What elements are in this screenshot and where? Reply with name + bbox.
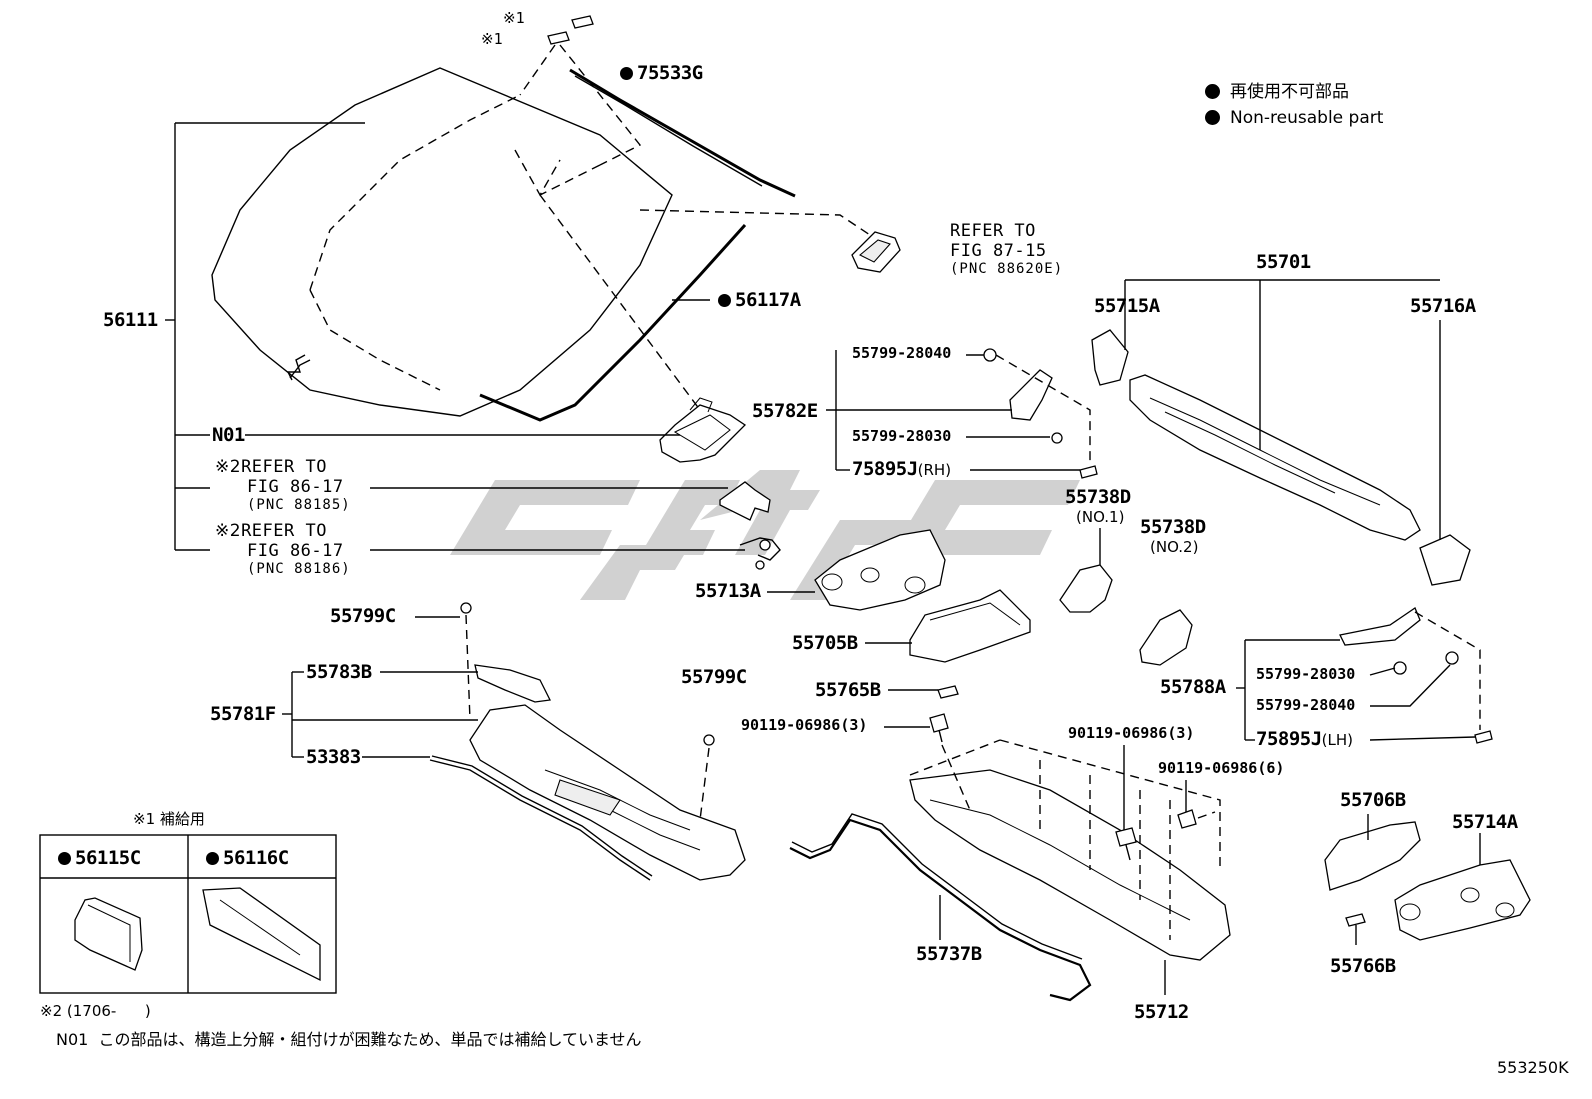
bolt-90119-b	[1115, 745, 1137, 861]
non-reusable-dot-icon	[206, 852, 219, 865]
figure-code: 553250K	[1497, 1058, 1569, 1077]
tab-x1-second	[547, 31, 570, 45]
strip-75533G	[569, 68, 796, 198]
label-55706B: 55706B	[1340, 789, 1406, 811]
label-56115C: 56115C	[58, 849, 141, 868]
panel-55714A	[1394, 833, 1531, 941]
bracket-55782E	[826, 348, 1098, 479]
label-55713A: 55713A	[695, 580, 761, 602]
label-53383: 53383	[306, 746, 361, 768]
cowl-panel-55701	[1091, 279, 1471, 586]
legend-jp: 再使用不可部品	[1205, 84, 1349, 101]
label-56111: 56111	[103, 309, 158, 331]
label-75895J-lh: 75895J(LH)	[1256, 728, 1353, 750]
label-55766B: 55766B	[1330, 955, 1396, 977]
label-55705B: 55705B	[792, 632, 858, 654]
label-no2: (NO.2)	[1150, 538, 1199, 556]
label-55788A: 55788A	[1160, 676, 1226, 698]
label-55712: 55712	[1134, 1001, 1189, 1023]
label-no1: (NO.1)	[1076, 508, 1125, 526]
label-55799-28030-a: 55799-28030	[852, 427, 952, 445]
bolt-90119-c	[1177, 780, 1216, 829]
label-90119-06986-a: 90119-06986(3)	[741, 716, 868, 734]
label-55799-28040-a: 55799-28040	[852, 344, 952, 362]
tab-x1-top	[571, 15, 594, 29]
windshield-glass	[211, 67, 673, 417]
non-reusable-dot-icon	[58, 852, 71, 865]
supply-box	[39, 834, 337, 994]
label-55781F: 55781F	[210, 703, 276, 725]
label-56116C: 56116C	[206, 849, 289, 868]
label-55738D-no1: 55738D	[1065, 486, 1131, 508]
hose-55737B	[789, 813, 1092, 1002]
label-90119-06986-b: 90119-06986(3)	[1068, 724, 1195, 742]
label-55799C-b: 55799C	[681, 666, 747, 688]
panel-55713A	[767, 529, 946, 611]
label-56117A: 56117A	[718, 291, 801, 310]
callout-lines-left	[165, 122, 745, 551]
panel-55706B	[1324, 814, 1421, 945]
label-55738D-no2: 55738D	[1140, 516, 1206, 538]
label-90119-06986-c: 90119-06986(6)	[1158, 759, 1285, 777]
non-reusable-dot-icon	[1205, 84, 1220, 99]
non-reusable-dot-icon	[1205, 110, 1220, 125]
label-55783B: 55783B	[306, 661, 372, 683]
label-75895J-rh: 75895J(RH)	[852, 458, 952, 480]
label-55714A: 55714A	[1452, 811, 1518, 833]
molding-56117A	[479, 223, 747, 422]
label-55701: 55701	[1256, 251, 1311, 273]
clip-55765B	[937, 685, 959, 699]
label-55716A: 55716A	[1410, 295, 1476, 317]
label-55799-28040-b: 55799-28040	[1256, 696, 1356, 714]
bolt-90119-a	[884, 713, 971, 811]
label-55737B: 55737B	[916, 943, 982, 965]
note-n01: N01 この部品は、構造上分解・組付けが困難なため、単品では補給していません	[56, 1030, 642, 1049]
bracket-55788A	[1236, 607, 1493, 744]
panel-55705B	[865, 589, 1031, 663]
lower-cowl-55712	[909, 739, 1231, 995]
bracket-55738D-no1	[1059, 528, 1113, 613]
legend-en: Non-reusable part	[1205, 110, 1383, 127]
note-x2: ※2 (1706- )	[40, 1002, 151, 1020]
label-55799C-a: 55799C	[330, 605, 396, 627]
x1-mark-second: ※1	[481, 30, 503, 48]
bracket-55738D-no2	[1139, 609, 1193, 666]
x1-mark-top: ※1	[503, 9, 525, 27]
watermark-logo	[450, 470, 1080, 600]
camera-bracket	[659, 397, 747, 463]
bracket-88185	[719, 481, 771, 521]
non-reusable-dot-icon	[718, 294, 731, 307]
harness-88186	[739, 537, 781, 570]
cowl-louver-55781F	[282, 602, 746, 881]
label-N01: N01	[212, 424, 245, 446]
label-55715A: 55715A	[1094, 295, 1160, 317]
supply-box-title: ※1 補給用	[133, 810, 205, 828]
rain-sensor	[851, 231, 901, 273]
non-reusable-dot-icon	[620, 67, 633, 80]
label-55782E: 55782E	[752, 400, 818, 422]
label-55765B: 55765B	[815, 679, 881, 701]
label-55799-28030-b: 55799-28030	[1256, 665, 1356, 683]
label-75533G: 75533G	[620, 64, 703, 83]
